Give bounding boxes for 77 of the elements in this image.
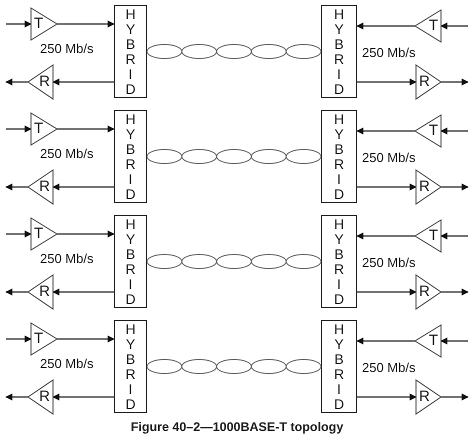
amplifier-label: R bbox=[39, 74, 50, 90]
amplifier-label: T bbox=[428, 123, 438, 139]
twisted-pair-cable bbox=[146, 44, 322, 59]
hybrid-box bbox=[321, 5, 357, 98]
hybrid-box bbox=[114, 110, 147, 203]
amplifier-label: T bbox=[428, 18, 438, 34]
amplifier-label: T bbox=[34, 226, 44, 242]
arrow bbox=[441, 184, 469, 190]
amplifier-label: R bbox=[39, 284, 50, 300]
twisted-pair-cable bbox=[146, 149, 322, 164]
arrow bbox=[52, 184, 114, 190]
figure-caption: Figure 40–2—1000BASE-T topology bbox=[130, 420, 344, 434]
data-rate-label: 250 Mb/s bbox=[40, 41, 94, 56]
arrow bbox=[57, 126, 115, 132]
arrow bbox=[6, 20, 32, 28]
amplifier-label: T bbox=[34, 331, 44, 347]
arrow bbox=[441, 78, 469, 86]
data-rate-label: 250 Mb/s bbox=[40, 146, 94, 161]
arrow bbox=[5, 288, 28, 296]
data-rate-label: 250 Mb/s bbox=[362, 360, 416, 375]
arrow bbox=[440, 338, 468, 344]
amplifier-label: T bbox=[428, 333, 438, 349]
hybrid-label: HYBRID bbox=[125, 216, 136, 306]
arrow bbox=[440, 22, 468, 30]
arrow bbox=[5, 184, 28, 190]
hybrid-label: HYBRID bbox=[125, 322, 136, 412]
arrow bbox=[5, 394, 28, 400]
hybrid-label: HYBRID bbox=[334, 112, 344, 202]
arrow bbox=[356, 232, 415, 240]
amplifier-label: T bbox=[34, 121, 44, 137]
arrow bbox=[441, 394, 469, 400]
arrow bbox=[441, 288, 469, 296]
amplifier-label: R bbox=[419, 284, 430, 300]
hybrid-label: HYBRID bbox=[125, 112, 136, 202]
hybrid-label: HYBRID bbox=[125, 6, 136, 96]
hybrid-label: HYBRID bbox=[334, 322, 344, 412]
data-rate-label: 250 Mb/s bbox=[362, 255, 416, 270]
arrow bbox=[5, 78, 28, 86]
twisted-pair-cable bbox=[146, 254, 322, 269]
arrow bbox=[52, 288, 114, 296]
arrow bbox=[356, 338, 415, 344]
amplifier-label: R bbox=[39, 389, 50, 405]
arrow bbox=[6, 230, 32, 238]
arrow bbox=[57, 20, 115, 28]
arrow bbox=[357, 394, 417, 400]
amplifier-label: T bbox=[428, 228, 438, 244]
hybrid-label: HYBRID bbox=[334, 216, 344, 306]
amplifier-label: R bbox=[39, 179, 50, 195]
arrow bbox=[52, 394, 114, 400]
arrow bbox=[52, 78, 114, 86]
hybrid-box bbox=[114, 215, 147, 308]
twisted-pair-cable bbox=[146, 359, 322, 374]
arrow bbox=[440, 128, 468, 134]
arrow bbox=[57, 230, 115, 238]
hybrid-box bbox=[114, 5, 147, 98]
amplifier-label: R bbox=[419, 389, 430, 405]
arrow bbox=[356, 22, 415, 30]
arrow bbox=[6, 336, 32, 342]
amplifier-label: R bbox=[419, 74, 430, 90]
arrow bbox=[357, 184, 417, 190]
amplifier-label: T bbox=[34, 16, 44, 32]
hybrid-label: HYBRID bbox=[334, 6, 344, 96]
arrow bbox=[357, 288, 417, 296]
arrow bbox=[357, 78, 417, 86]
hybrid-box bbox=[321, 215, 357, 308]
data-rate-label: 250 Mb/s bbox=[40, 251, 94, 266]
hybrid-box bbox=[114, 320, 147, 413]
data-rate-label: 250 Mb/s bbox=[362, 150, 416, 165]
data-rate-label: 250 Mb/s bbox=[362, 45, 416, 60]
arrow bbox=[356, 128, 415, 134]
hybrid-box bbox=[321, 110, 357, 203]
data-rate-label: 250 Mb/s bbox=[40, 356, 94, 371]
arrow bbox=[6, 126, 32, 132]
hybrid-box bbox=[321, 320, 357, 413]
amplifier-label: R bbox=[419, 179, 430, 195]
arrow bbox=[57, 336, 115, 342]
arrow bbox=[440, 232, 468, 240]
